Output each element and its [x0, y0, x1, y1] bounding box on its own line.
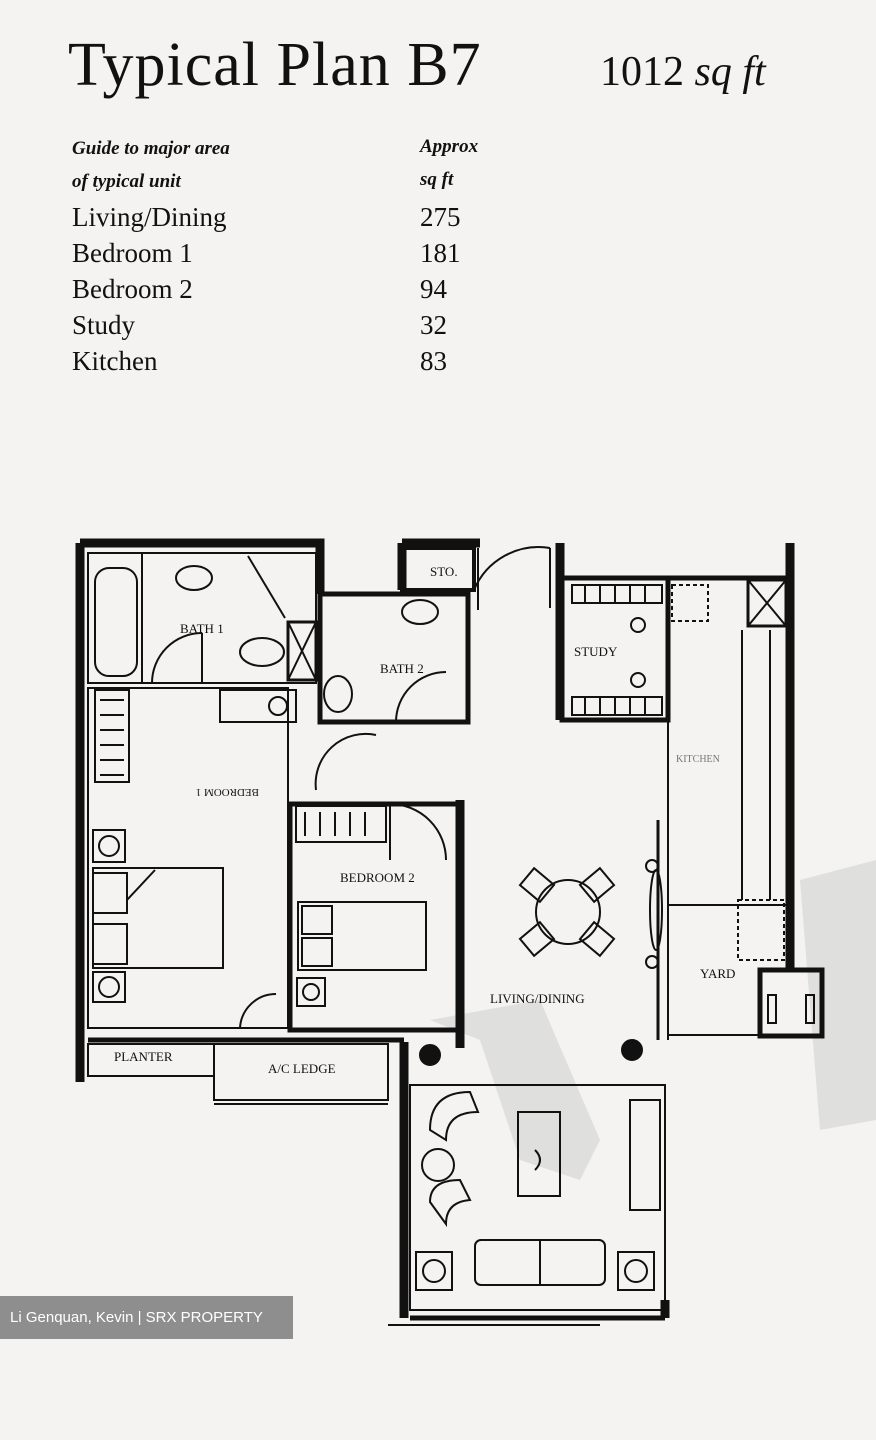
room-sqft: 94	[420, 274, 447, 304]
bath1-room	[87, 552, 318, 684]
total-area-value: 1012	[600, 49, 684, 95]
room-name: Kitchen	[72, 346, 158, 376]
corridor-door-arcs	[314, 732, 377, 791]
room-sqft: 83	[420, 346, 447, 376]
room-row: Bedroom 2 94	[72, 274, 492, 310]
room-name: Study	[72, 310, 136, 340]
agent-watermark: Li Genquan, Kevin | SRX PROPERTY	[0, 1296, 293, 1339]
room-area-table: Living/Dining 275 Bedroom 1 181 Bedroom …	[72, 202, 492, 382]
room-row: Bedroom 1 181	[72, 238, 492, 274]
room-sqft: 275	[420, 202, 461, 232]
label-bath2: BATH 2	[380, 661, 424, 676]
room-row: Living/Dining 275	[72, 202, 492, 238]
kitchen-area	[667, 575, 790, 1040]
bedroom2-room	[287, 801, 463, 1033]
guide-heading: Guide to major area of typical unit	[72, 132, 230, 198]
label-bath1: BATH 1	[180, 621, 224, 636]
guide-heading-line2: of typical unit	[72, 171, 181, 192]
room-sqft: 181	[420, 238, 461, 268]
room-name: Bedroom 1	[72, 238, 193, 268]
faint-watermark	[430, 860, 876, 1180]
living-dining-room	[388, 800, 666, 1326]
store-room	[400, 546, 551, 610]
label-bedroom2: BEDROOM 2	[340, 870, 415, 885]
label-kitchen: KITCHEN	[676, 754, 720, 765]
label-living-dining: LIVING/DINING	[490, 991, 585, 1006]
room-name: Living/Dining	[72, 202, 227, 232]
approx-heading-line1: Approx	[420, 136, 479, 157]
planter-ac-ledge	[87, 1037, 404, 1105]
label-planter: PLANTER	[114, 1049, 173, 1064]
label-ac-ledge: A/C LEDGE	[268, 1061, 336, 1076]
total-area: 1012 sq ft	[600, 48, 766, 96]
label-yard: YARD	[700, 966, 735, 981]
yard-area	[668, 967, 825, 1039]
outer-walls	[75, 538, 795, 1318]
bedroom1-room	[87, 687, 297, 1029]
room-row: Study 32	[72, 310, 492, 346]
room-name: Bedroom 2	[72, 274, 193, 304]
label-study: STUDY	[574, 644, 618, 659]
bath2-room	[317, 591, 471, 725]
total-area-unit: sq ft	[694, 49, 766, 95]
label-bedroom1: BEDROOM 1	[196, 786, 259, 798]
approx-heading-line2: sq ft	[420, 169, 454, 190]
room-row: Kitchen 83	[72, 346, 492, 382]
room-sqft: 32	[420, 310, 447, 340]
plan-title: Typical Plan B7	[68, 31, 482, 99]
label-store: STO.	[430, 564, 458, 579]
guide-heading-line1: Guide to major area	[72, 138, 230, 159]
approx-heading: Approx sq ft	[420, 130, 478, 196]
